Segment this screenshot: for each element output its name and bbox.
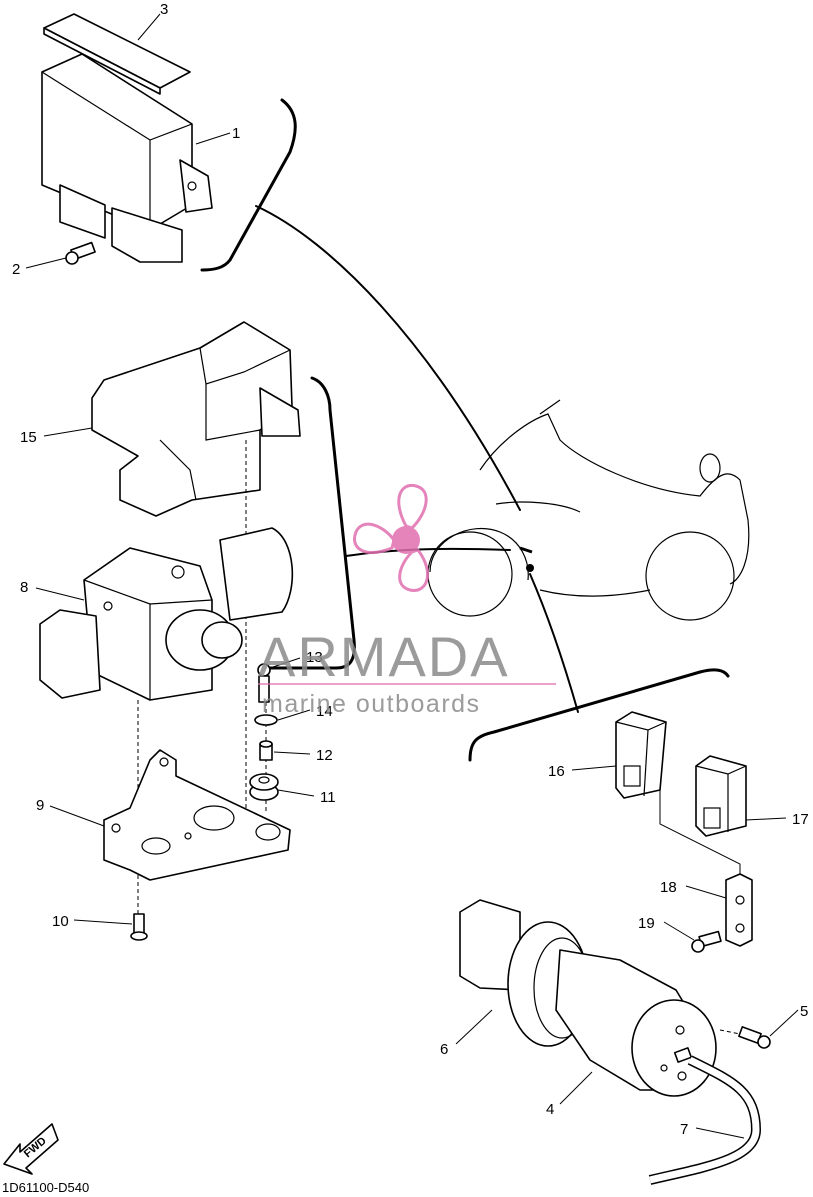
fwd-arrow: FWD [3,1123,59,1175]
reference-line-middle [345,547,511,557]
callout-3: 3 [160,1,168,18]
callout-18: 18 [660,879,677,896]
watermark: ARMADA marine outboards [258,483,556,718]
part-18-stay [725,873,753,947]
part-7-hose-core [649,1056,760,1184]
callout-8: 8 [20,579,28,596]
callout-15: 15 [20,429,37,446]
callout-9: 9 [36,797,44,814]
callout-11: 11 [320,789,336,806]
part-1-control-unit [41,53,213,263]
part-8-hydraulic-unit [39,527,294,701]
part-3-cover-plate [43,13,191,95]
part-2-screw [65,241,96,265]
motorcycle-outline [427,399,750,621]
reference-line-upper [255,205,521,511]
part-11-grommet [249,773,279,801]
part-9-mounting-bracket [103,749,291,881]
callout-13: 13 [306,649,323,666]
diagram-code: 1D61100-D540 [2,1180,90,1195]
callout-labels: 3 1 2 15 8 13 14 12 11 9 10 16 17 18 19 … [12,1,809,1138]
part-14-washer [254,714,278,726]
part-19-screw [691,930,722,953]
leader-lines [25,13,799,1139]
callout-17: 17 [792,811,809,828]
part-17-relay [695,755,747,837]
callout-6: 6 [440,1041,448,1058]
callout-10: 10 [52,913,69,930]
relay-dashed-link [659,790,741,880]
bracket-middle [260,376,356,670]
callout-2: 2 [12,261,20,278]
propeller-logo-icon [353,483,429,592]
part-15-cover [91,321,301,517]
watermark-tagline: marine outboards [262,690,481,718]
bracket-lower [468,668,730,762]
callout-4: 4 [546,1101,554,1118]
callout-12: 12 [316,747,333,764]
part-10-screw [130,913,148,941]
callout-16: 16 [548,763,565,780]
callout-14: 14 [316,703,333,720]
part-12-collar [259,740,273,761]
bracket-upper [200,98,297,272]
callout-7: 7 [680,1121,688,1138]
part-5-screw [719,1026,771,1049]
callout-19: 19 [638,915,655,932]
part-4-pump [555,949,717,1097]
part-16-relay [615,711,667,799]
callout-5: 5 [800,1003,808,1020]
part-13-bolt [257,663,271,703]
reference-line-lower [529,573,579,713]
callout-1: 1 [232,125,240,142]
watermark-brand: ARMADA [258,625,510,688]
